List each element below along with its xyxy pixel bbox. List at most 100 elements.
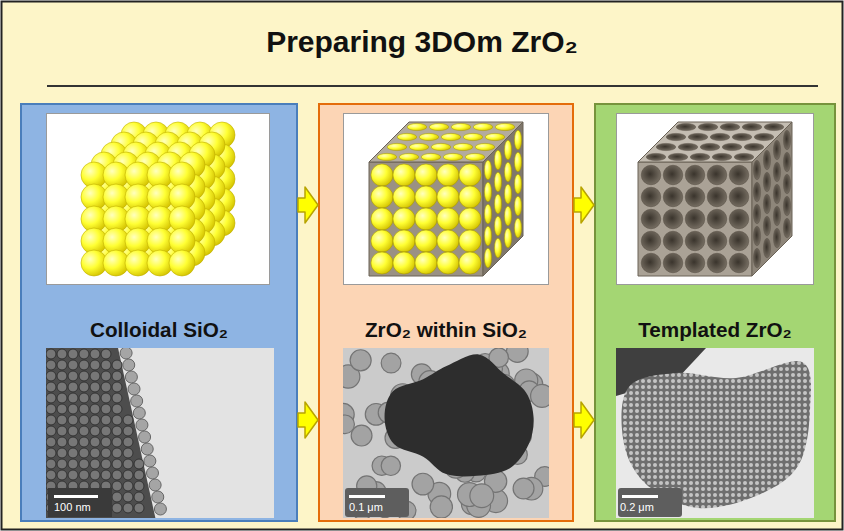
illustration-shape: [90, 426, 100, 436]
tem-micrograph: [343, 348, 549, 518]
illustration-shape: [763, 194, 770, 214]
illustration-shape: [513, 478, 534, 499]
illustration-shape: [729, 209, 749, 229]
illustration-shape: [46, 415, 56, 425]
illustration-shape: [90, 360, 100, 370]
illustration-shape: [68, 459, 78, 469]
illustration-shape: [495, 123, 515, 130]
illustration-shape: [79, 470, 89, 480]
illustration-shape: [773, 206, 780, 226]
illustration-shape: [68, 404, 78, 414]
illustration-shape: [149, 479, 161, 491]
illustration-shape: [393, 164, 415, 186]
illustration-shape: [68, 393, 78, 403]
illustration-shape: [646, 153, 666, 160]
illustration-shape: [437, 208, 459, 230]
illustration-shape: [123, 426, 133, 436]
illustration-shape: [112, 382, 122, 392]
illustration-shape: [783, 130, 790, 150]
illustration-shape: [676, 123, 696, 130]
illustration-shape: [668, 153, 688, 160]
illustration-shape: [465, 153, 485, 160]
structure-illustration: [46, 113, 270, 285]
illustration-shape: [753, 226, 760, 246]
illustration-shape: [443, 153, 463, 160]
illustration-shape: [68, 437, 78, 447]
illustration-shape: [407, 123, 427, 130]
illustration-shape: [101, 437, 111, 447]
illustration-shape: [134, 492, 144, 502]
illustration-shape: [494, 216, 501, 236]
illustration-shape: [134, 470, 144, 480]
illustration-shape: [707, 231, 727, 251]
illustration-shape: [46, 371, 56, 381]
illustration-shape: [123, 481, 133, 491]
illustration-shape: [459, 164, 481, 186]
illustration-shape: [641, 253, 661, 273]
illustration-shape: [112, 371, 122, 381]
illustration-shape: [79, 371, 89, 381]
illustration-shape: [484, 204, 491, 224]
illustration-shape: [688, 133, 708, 140]
illustration-shape: [369, 162, 483, 276]
illustration-shape: [685, 253, 705, 273]
illustration-shape: [484, 182, 491, 202]
illustration-shape: [343, 348, 549, 518]
illustration-shape: [112, 470, 122, 480]
illustration-shape: [437, 186, 459, 208]
illustration-shape: [409, 143, 429, 150]
scale-bar-label: 100 nm: [54, 501, 91, 514]
illustration-shape: [415, 252, 437, 274]
illustration-shape: [656, 143, 676, 150]
illustration-shape: [101, 415, 111, 425]
illustration-shape: [399, 153, 419, 160]
illustration-shape: [722, 143, 742, 150]
illustration-shape: [773, 228, 780, 248]
illustration-shape: [381, 456, 400, 475]
illustration-shape: [712, 153, 732, 160]
illustration-shape: [54, 495, 98, 498]
illustration-shape: [79, 382, 89, 392]
illustration-shape: [57, 393, 67, 403]
illustration-shape: [641, 209, 661, 229]
illustration-shape: [46, 348, 274, 518]
illustration-shape: [764, 123, 784, 130]
illustration-shape: [531, 384, 549, 407]
illustration-shape: [431, 143, 451, 150]
illustration-shape: [484, 160, 491, 180]
illustration-shape: [773, 140, 780, 160]
illustration-shape: [112, 426, 122, 436]
illustration-shape: [90, 349, 100, 359]
illustration-shape: [412, 473, 434, 495]
illustration-shape: [101, 404, 111, 414]
process-arrow: [298, 402, 318, 438]
illustration-shape: [437, 230, 459, 252]
illustration-shape: [393, 208, 415, 230]
process-panel: Templated ZrO₂: [594, 103, 836, 522]
illustration-shape: [147, 467, 159, 479]
illustration-shape: [123, 359, 135, 371]
illustration-shape: [753, 182, 760, 202]
scale-holder: 0.2 μm: [620, 501, 654, 514]
illustration-shape: [46, 470, 56, 480]
illustration-shape: [134, 481, 144, 491]
illustration-shape: [112, 437, 122, 447]
illustration-shape: [79, 360, 89, 370]
illustration-shape: [783, 218, 790, 238]
illustration-shape: [79, 426, 89, 436]
illustration-shape: [720, 123, 740, 130]
illustration-shape: [783, 152, 790, 172]
illustration-shape: [700, 143, 720, 150]
illustration-shape: [123, 503, 133, 513]
illustration-shape: [371, 186, 393, 208]
illustration-shape: [154, 503, 166, 515]
illustration-shape: [101, 470, 111, 480]
illustration-shape: [371, 208, 393, 230]
illustration-shape: [421, 153, 441, 160]
illustration-shape: [68, 382, 78, 392]
illustration-shape: [349, 495, 385, 498]
illustration-shape: [46, 348, 155, 518]
illustration-shape: [763, 238, 770, 258]
illustration-shape: [57, 404, 67, 414]
illustration-shape: [90, 415, 100, 425]
